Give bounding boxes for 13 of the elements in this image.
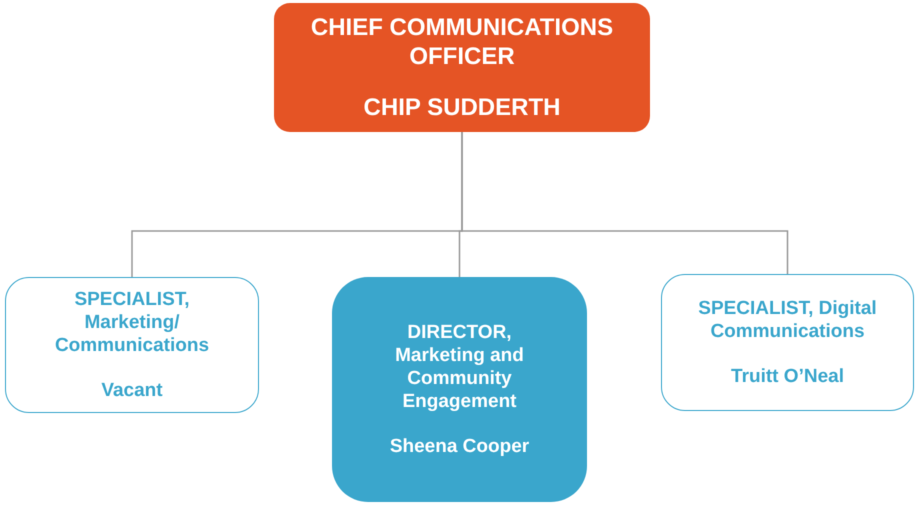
connector-line — [461, 132, 788, 274]
person-name: CHIP SUDDERTH — [364, 93, 560, 122]
position-box — [661, 274, 914, 411]
position-box — [332, 277, 587, 502]
job-title: CHIEF COMMUNICATIONS OFFICER — [310, 12, 614, 72]
person-name: Vacant — [101, 379, 163, 402]
person-name: Truitt O’Neal — [731, 365, 844, 388]
position-box — [5, 277, 259, 413]
job-title: SPECIALIST, Marketing/ Communications — [54, 288, 210, 358]
executive-box — [274, 3, 650, 132]
person-name: Sheena Cooper — [390, 435, 530, 458]
job-title: SPECIALIST, Digital Communications — [697, 296, 878, 344]
job-title: DIRECTOR, Marketing and Community Engagement — [394, 320, 525, 414]
